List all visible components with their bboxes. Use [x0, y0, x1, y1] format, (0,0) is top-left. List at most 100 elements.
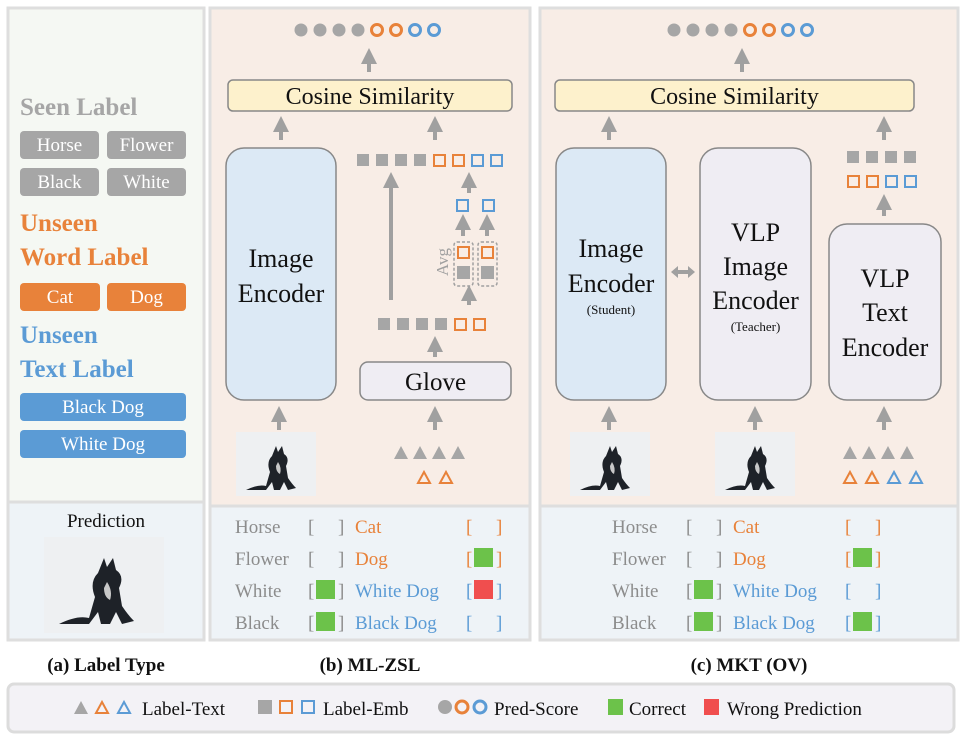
result-row: White[]White Dog[] — [235, 580, 502, 602]
svg-text:[: [ — [845, 549, 851, 570]
legend-label-text: Label-Text — [142, 699, 226, 720]
svg-text:Encoder: Encoder — [842, 333, 929, 362]
panel-ml-zsl: Cosine Similarity Image Encoder Avg Glov… — [208, 6, 532, 642]
svg-text:[: [ — [686, 581, 692, 602]
svg-text:]: ] — [338, 581, 344, 602]
result-row: Horse[]Cat[] — [235, 517, 502, 538]
svg-text:Cosine Similarity: Cosine Similarity — [650, 84, 819, 110]
svg-text:[: [ — [845, 581, 851, 602]
svg-text:[: [ — [845, 517, 851, 538]
svg-text:Black: Black — [37, 172, 82, 193]
caption-a: (a) Label Type — [47, 655, 165, 676]
svg-text:Text: Text — [862, 298, 909, 327]
avg-label: Avg — [433, 247, 452, 276]
svg-text:]: ] — [338, 517, 344, 538]
svg-text:Encoder: Encoder — [238, 279, 325, 308]
pred-score-dots — [667, 23, 814, 37]
seen-label-chip: Flower — [107, 131, 186, 159]
svg-text:VLP: VLP — [731, 218, 780, 247]
seen-label-chip: Black — [20, 168, 99, 196]
unseen-word-chip: Cat — [20, 283, 100, 311]
caption-b: (b) ML-ZSL — [320, 655, 421, 676]
svg-text:(Teacher): (Teacher) — [731, 319, 781, 334]
svg-text:Cat: Cat — [355, 517, 382, 538]
svg-text:Black Dog: Black Dog — [355, 613, 437, 634]
legend-wrong: Wrong Prediction — [727, 699, 862, 720]
unseen-word-title: Unseen — [20, 210, 98, 237]
label-emb-row — [357, 154, 503, 212]
correct-mark — [853, 548, 872, 567]
unseen-word-title: Word Label — [20, 244, 149, 271]
svg-text:Black: Black — [612, 613, 657, 634]
teacher-vlp-image-encoder-box: VLP Image Encoder (Teacher) — [699, 147, 812, 401]
svg-text:]: ] — [716, 549, 722, 570]
svg-text:]: ] — [496, 549, 502, 570]
svg-text:[: [ — [308, 581, 314, 602]
svg-text:[: [ — [308, 549, 314, 570]
svg-text:Glove: Glove — [405, 369, 466, 396]
legend: Label-Text Label-Emb Pred-Score Correct … — [6, 682, 956, 734]
correct-mark — [474, 548, 493, 567]
svg-text:White Dog: White Dog — [61, 434, 145, 455]
correct-mark — [694, 580, 713, 599]
svg-text:]: ] — [716, 613, 722, 634]
svg-text:[: [ — [466, 581, 472, 602]
results-table: Horse[]Cat[] Flower[]Dog[] White[]White … — [612, 517, 881, 634]
correct-mark — [316, 580, 335, 599]
svg-text:Horse: Horse — [37, 135, 82, 156]
svg-text:[: [ — [466, 549, 472, 570]
pred-score-dots — [294, 23, 441, 37]
svg-text:]: ] — [875, 581, 881, 602]
correct-mark — [316, 612, 335, 631]
panel-label-type: Seen Label Horse Flower Black White Unse… — [6, 6, 206, 642]
svg-text:Image: Image — [249, 244, 314, 273]
unseen-text-chip: White Dog — [20, 430, 186, 458]
svg-text:Cat: Cat — [47, 287, 74, 308]
svg-text:]: ] — [496, 517, 502, 538]
seen-label-chip: White — [107, 168, 186, 196]
dog-image — [715, 432, 795, 496]
correct-mark — [853, 612, 872, 631]
glove-emb-row — [378, 318, 486, 331]
svg-text:]: ] — [716, 517, 722, 538]
cosine-similarity-box: Cosine Similarity — [227, 79, 513, 112]
cosine-similarity-box: Cosine Similarity — [554, 79, 915, 112]
svg-text:[: [ — [686, 517, 692, 538]
label-emb-icon — [258, 700, 272, 714]
glove-box: Glove — [359, 361, 512, 401]
svg-text:[: [ — [466, 613, 472, 634]
legend-pred-score: Pred-Score — [494, 699, 578, 720]
svg-text:Horse: Horse — [612, 517, 657, 538]
seen-label-chip: Horse — [20, 131, 99, 159]
arrow-icon — [271, 48, 495, 430]
unseen-text-title: Text Label — [20, 356, 134, 383]
correct-icon — [608, 699, 623, 715]
svg-text:Cosine Similarity: Cosine Similarity — [286, 84, 455, 110]
svg-text:[: [ — [686, 613, 692, 634]
prediction-label: Prediction — [67, 511, 146, 532]
svg-text:Black Dog: Black Dog — [62, 397, 144, 418]
svg-text:Image: Image — [579, 234, 644, 263]
student-image-encoder-box: Image Encoder (Student) — [555, 147, 667, 401]
svg-text:]: ] — [875, 549, 881, 570]
avg-group — [453, 241, 498, 287]
label-text-triangles — [842, 446, 924, 484]
distill-arrow-icon — [671, 266, 695, 278]
svg-text:(Student): (Student) — [587, 302, 635, 317]
label-emb-rows — [847, 151, 917, 188]
svg-text:Flower: Flower — [120, 135, 175, 156]
svg-text:White: White — [235, 581, 281, 602]
svg-text:Encoder: Encoder — [712, 286, 799, 315]
svg-text:White: White — [612, 581, 658, 602]
unseen-text-chip: Black Dog — [20, 393, 186, 421]
result-row: Black[]Black Dog[] — [612, 612, 881, 634]
svg-text:]: ] — [338, 549, 344, 570]
svg-text:White: White — [123, 172, 169, 193]
svg-text:VLP: VLP — [860, 264, 909, 293]
svg-text:White Dog: White Dog — [355, 581, 439, 602]
svg-text:]: ] — [338, 613, 344, 634]
vlp-text-encoder-box: VLP Text Encoder — [828, 223, 942, 401]
svg-text:]: ] — [875, 517, 881, 538]
result-row: Black[]Black Dog[] — [235, 612, 502, 634]
svg-text:Black Dog: Black Dog — [733, 613, 815, 634]
